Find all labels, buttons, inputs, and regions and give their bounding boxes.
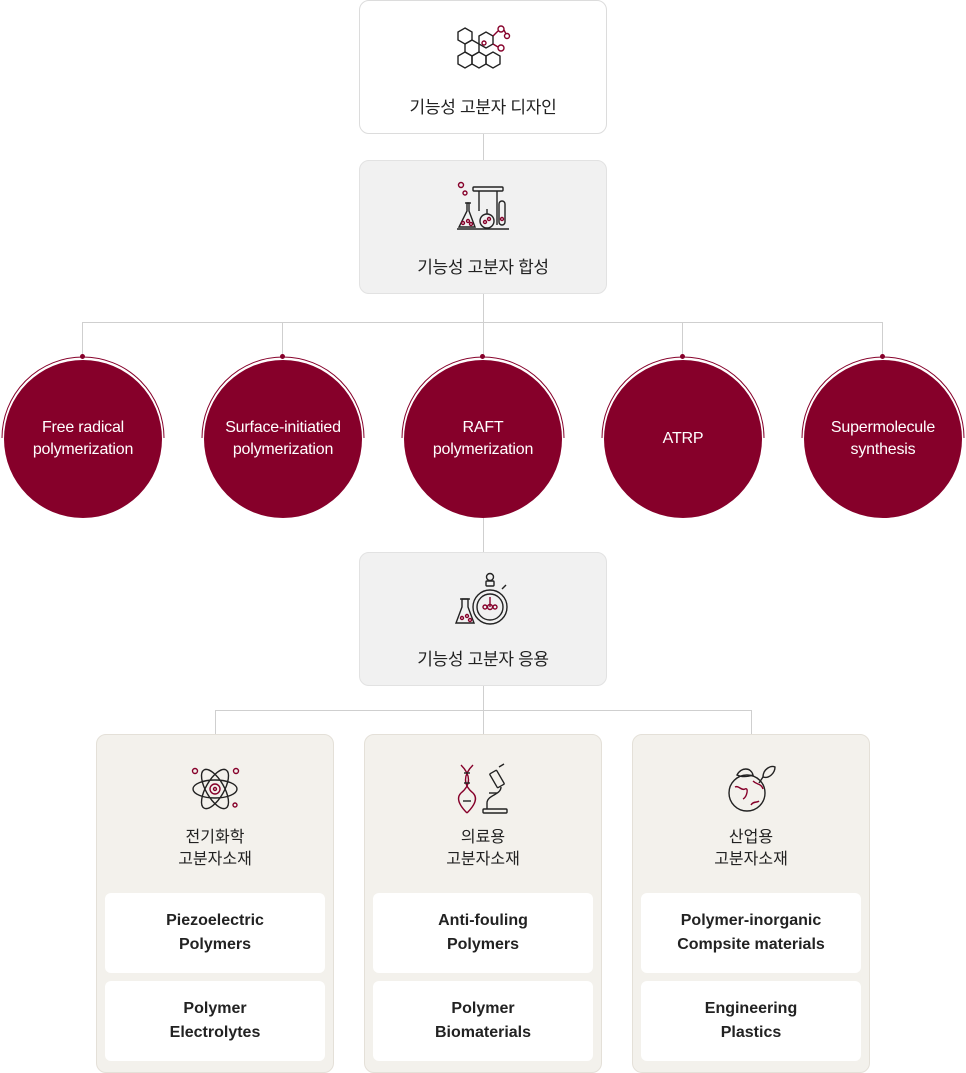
connector-app-drop-2 <box>483 710 484 735</box>
eco-globe-icon <box>728 765 776 812</box>
method-label-line1: Supermolecule <box>830 419 936 436</box>
method-node-1: Free radical polymerization <box>0 352 166 520</box>
application-title-line2: 고분자소재 <box>178 851 252 868</box>
connector-drop-2 <box>282 322 283 356</box>
connector-drop-1 <box>82 322 83 356</box>
connector-synthesis-down <box>483 294 484 322</box>
application-title-line1: 산업용 <box>728 829 774 846</box>
lab-equipment-icon <box>457 181 509 230</box>
application-title-line1: 전기화학 <box>185 829 245 846</box>
application-title-line2: 고분자소재 <box>714 851 788 868</box>
stage-synthesis-title: 기능성 고분자 합성 <box>417 258 549 277</box>
method-label-line1: Free radical <box>41 419 125 436</box>
stopwatch-flask-icon <box>454 572 508 625</box>
method-node-2: Surface-initiatied polymerization <box>200 352 366 520</box>
atom-icon <box>191 767 240 810</box>
method-node-3: RAFT polymerization <box>400 352 566 520</box>
stage-application-title: 기능성 고분자 응용 <box>417 650 549 669</box>
application-title: 전기화학 고분자소재 <box>97 827 333 871</box>
card-line2: Electrolytes <box>169 1024 261 1041</box>
application-title-line2: 고분자소재 <box>446 851 520 868</box>
method-label-line1: Surface-initiatied <box>225 419 341 436</box>
card-line1: Engineering <box>704 1000 798 1017</box>
card-line2: Polymers <box>446 936 520 953</box>
stage-synthesis-box: 기능성 고분자 합성 <box>359 160 607 294</box>
connector-drop-5 <box>882 322 883 356</box>
method-circle: Supermolecule synthesis <box>804 360 962 518</box>
method-label-line1: RAFT <box>462 419 504 436</box>
connector-app-drop-3 <box>751 710 752 735</box>
card-line1: Anti-fouling <box>438 912 528 929</box>
stage-application-box: 기능성 고분자 응용 <box>359 552 607 686</box>
method-node-4: ATRP <box>600 352 766 520</box>
stage-design-box: 기능성 고분자 디자인 <box>359 0 607 134</box>
connector-drop-4 <box>682 322 683 356</box>
method-circle: Free radical polymerization <box>4 360 162 518</box>
card-line1: Polymer-inorganic <box>680 912 822 929</box>
method-circle: RAFT polymerization <box>404 360 562 518</box>
method-label-line2: polymerization <box>232 441 334 458</box>
molecule-icon <box>457 25 511 69</box>
method-dot <box>280 354 285 359</box>
connector-design-synthesis <box>483 134 484 161</box>
card-line2: Plastics <box>720 1024 782 1041</box>
card-line2: Compsite materials <box>677 936 825 953</box>
method-dot <box>680 354 685 359</box>
card-line1: Polymer <box>183 1000 247 1017</box>
application-title: 산업용 고분자소재 <box>633 827 869 871</box>
card-line1: Polymer <box>451 1000 515 1017</box>
card-line2: Biomaterials <box>434 1024 532 1041</box>
method-label-line1: ATRP <box>662 430 704 447</box>
method-node-5: Supermolecule synthesis <box>800 352 966 520</box>
method-label-line2: polymerization <box>432 441 534 458</box>
card-line1: Piezoelectric <box>166 912 264 929</box>
method-dot <box>880 354 885 359</box>
card-line2: Polymers <box>178 936 252 953</box>
connector-drop-3 <box>483 322 484 356</box>
method-dot <box>480 354 485 359</box>
connector-application-down <box>483 686 484 710</box>
connector-app-drop-1 <box>215 710 216 735</box>
application-title: 의료용 고분자소재 <box>365 827 601 871</box>
connector-raft-application <box>483 517 484 553</box>
connector-methods-bar <box>82 322 883 323</box>
dna-microscope-icon <box>457 763 508 814</box>
method-label-line2: synthesis <box>850 441 916 458</box>
application-title-line1: 의료용 <box>460 829 506 846</box>
method-label-line2: polymerization <box>32 441 134 458</box>
stage-design-title: 기능성 고분자 디자인 <box>409 98 557 117</box>
method-circle: ATRP <box>604 360 762 518</box>
method-dot <box>80 354 85 359</box>
method-circle: Surface-initiatied polymerization <box>204 360 362 518</box>
